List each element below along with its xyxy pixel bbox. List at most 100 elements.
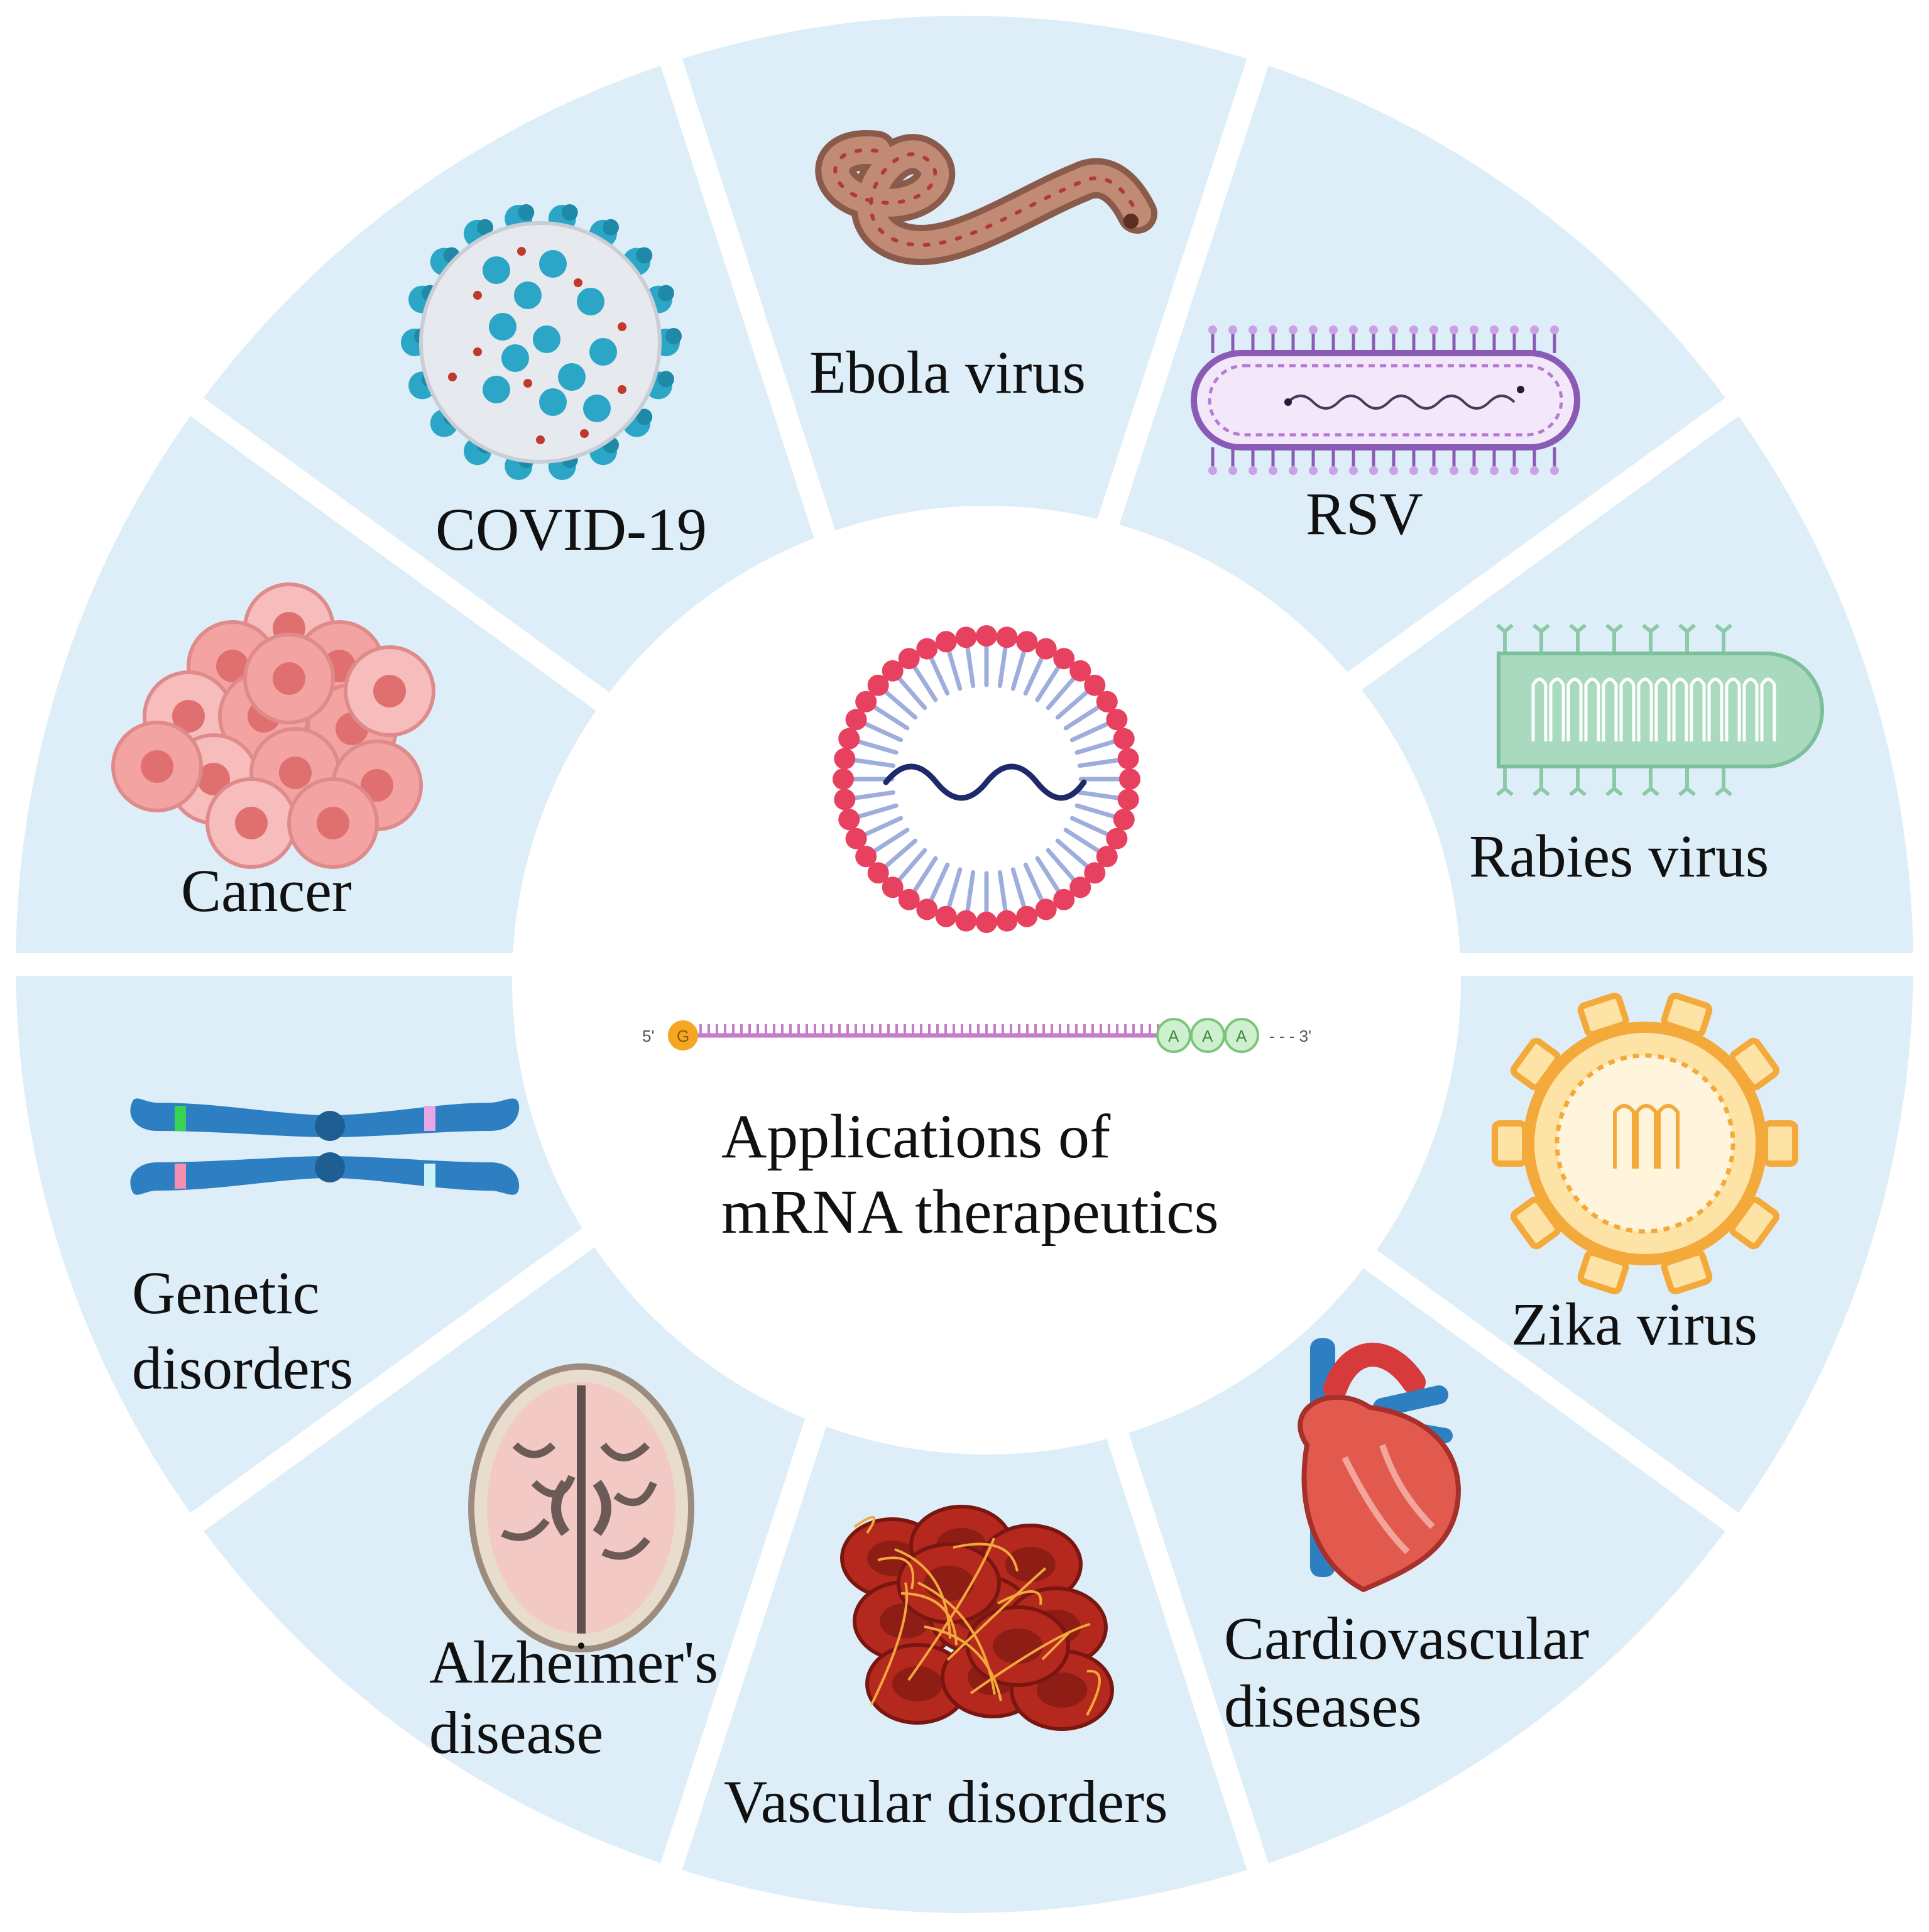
label-ebola-virus: Ebola virus: [809, 339, 1086, 406]
lipid-head: [834, 748, 856, 770]
covid-spike: [518, 204, 535, 221]
fibrin-strand: [900, 1592, 958, 1645]
lipid-tail: [1046, 848, 1079, 885]
lipid-head: [1069, 660, 1091, 682]
rabies-spike: [1533, 767, 1550, 797]
lipid-tail: [1010, 867, 1027, 913]
heart-icon: [1298, 1338, 1461, 1593]
fibrin-strand: [1041, 1632, 1069, 1661]
rabies-spike: [1569, 623, 1587, 653]
poly-a-tail: A A A: [1156, 1018, 1259, 1053]
rabies-virus-icon: [1496, 623, 1824, 797]
rabies-spike: [1715, 623, 1732, 653]
rsv-spike-tip: [1490, 325, 1499, 334]
lipid-head: [845, 827, 867, 849]
rsv-spike-tip: [1269, 466, 1277, 475]
cap-circle: [668, 1020, 698, 1051]
label-cancer: Cancer: [181, 857, 352, 924]
poly-a-label: A: [1168, 1027, 1179, 1045]
lipid-tail: [853, 803, 899, 820]
covid-spike: [636, 408, 653, 425]
tumor-cells-icon: [111, 582, 435, 869]
lipid-head: [882, 660, 904, 682]
segment-cardio: Cardiovascular diseases: [1224, 1338, 1589, 1740]
lipid-head: [855, 690, 877, 712]
segment-covid: COVID-19: [401, 204, 707, 563]
lipid-tail: [848, 790, 896, 801]
label-genetic-line1: Genetic: [132, 1259, 320, 1326]
rabies-coil: [1637, 677, 1653, 741]
lipid-tail: [1055, 838, 1093, 871]
rabies-coil: [1690, 677, 1706, 741]
covid-protein: [473, 291, 482, 300]
tumor-cell-nucleus: [361, 769, 393, 802]
lipid-tail: [927, 652, 950, 696]
covid-protein: [618, 385, 626, 394]
ebola-virus-icon: [815, 130, 1157, 265]
tumor-cell-nucleus: [279, 756, 312, 789]
zika-spike: [1762, 1120, 1798, 1167]
rsv-spike-tip: [1289, 325, 1298, 334]
rsv-spike-tip: [1409, 466, 1418, 475]
mrna-strand-diagram: 5' G A A A - - - 3': [642, 1018, 1311, 1053]
lipid-head: [898, 888, 920, 910]
label-cardiovascular-line1: Cardiovascular: [1224, 1605, 1589, 1672]
rabies-coil: [1760, 677, 1776, 741]
rabies-coil: [1654, 677, 1671, 741]
rsv-spike-tip: [1470, 466, 1478, 475]
tumor-cell-nucleus: [172, 700, 205, 733]
rabies-spike: [1715, 767, 1732, 797]
rabies-coil: [1602, 677, 1618, 741]
lipid-tail: [860, 719, 904, 743]
rsv-spike-tip: [1228, 466, 1237, 475]
rsv-spike-tip: [1349, 325, 1358, 334]
lipid-head: [935, 905, 957, 927]
lipid-head: [1084, 674, 1106, 696]
fibrin-strand: [853, 1515, 876, 1534]
fibrin-strand: [917, 1581, 996, 1695]
covid-protein: [514, 281, 542, 309]
rabies-spike: [1605, 767, 1623, 797]
lipid-tail: [910, 856, 938, 897]
covid-spike: [665, 328, 682, 344]
rabies-spike: [1496, 623, 1514, 653]
segment-alzheimer: Alzheimer's disease: [429, 1363, 718, 1766]
rsv-spike-tip: [1389, 325, 1398, 334]
lipid-head: [833, 768, 854, 790]
segment-ebola: Ebola virus: [809, 130, 1157, 406]
lipid-tail: [946, 867, 963, 913]
lipid-head: [898, 648, 920, 670]
rabies-spike: [1642, 767, 1659, 797]
lipid-head: [976, 912, 997, 933]
label-rsv: RSV: [1306, 480, 1423, 547]
fibrin-strand: [870, 1582, 909, 1705]
center-title-line1: Applications of: [721, 1101, 1111, 1171]
tumor-cell-nucleus: [235, 807, 268, 839]
rabies-spike: [1569, 767, 1587, 797]
lipid-head: [1016, 631, 1038, 653]
covid-protein: [539, 388, 567, 416]
rabies-coil: [1566, 677, 1583, 741]
rsv-spike-tip: [1329, 466, 1338, 475]
red-blood-cell-center: [892, 1666, 943, 1701]
lipid-tail: [1055, 687, 1093, 720]
lipid-head: [916, 638, 938, 660]
label-zika-virus: Zika virus: [1511, 1291, 1757, 1358]
lipid-head: [1117, 789, 1139, 810]
covid-spike: [636, 247, 653, 264]
covid-protein: [533, 325, 560, 353]
tumor-cell-nucleus: [197, 763, 230, 795]
covid-spike: [657, 371, 674, 388]
lipid-head: [976, 625, 997, 647]
covid-spike: [477, 219, 493, 236]
lipid-tail: [1063, 702, 1104, 731]
lipid-head: [1119, 768, 1140, 790]
lipid-head: [845, 709, 867, 731]
lipid-tail: [848, 757, 896, 768]
lipid-tail: [964, 641, 976, 689]
segment-separators: [16, 28, 1913, 1901]
rsv-spike-tip: [1249, 466, 1257, 475]
rsv-spike-tip: [1208, 466, 1217, 475]
center-title-line2: mRNA therapeutics: [721, 1177, 1219, 1247]
covid-protein: [448, 373, 457, 381]
